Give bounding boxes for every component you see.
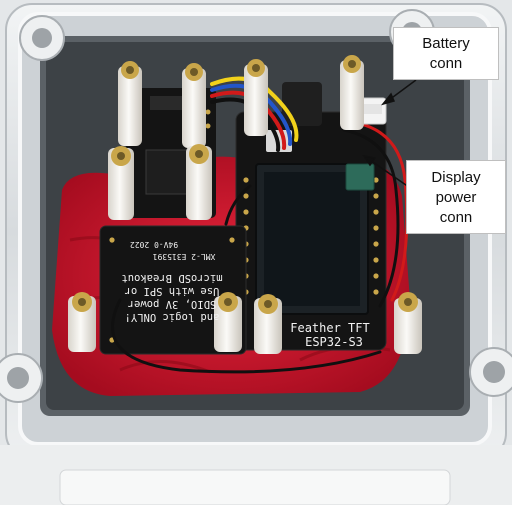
display-power-connector bbox=[345, 163, 375, 191]
feather-label-line-2: ESP32-S3 bbox=[305, 335, 363, 349]
callout-battery: Battery conn bbox=[393, 27, 499, 80]
microsd-board bbox=[99, 225, 247, 355]
feather-silkscreen: Feather TFT ESP32-S3 bbox=[290, 321, 369, 349]
microsd-silkscreen: and logic ONLY! SDIO, 3V power Use with … bbox=[121, 240, 222, 323]
microsd-date-code: 94V-0 2022 bbox=[130, 240, 178, 249]
callout-display-line-2: power bbox=[435, 189, 477, 206]
callout-display-line-3: conn bbox=[439, 209, 473, 226]
callout-display-line-1: Display bbox=[431, 169, 481, 186]
callout-battery-line-2: conn bbox=[429, 55, 463, 72]
microsd-part-code: XML-2 E315391 bbox=[153, 252, 216, 261]
standoffs bbox=[68, 55, 422, 354]
callout-battery-line-1: Battery bbox=[422, 35, 470, 52]
microsd-line-2: SDIO, 3V power bbox=[128, 298, 217, 310]
microsd-line-4: microSD Breakout bbox=[121, 272, 222, 284]
feather-label-line-1: Feather TFT bbox=[290, 321, 369, 335]
callout-display: Display power conn bbox=[406, 160, 506, 234]
microsd-line-1: and logic ONLY! bbox=[125, 311, 220, 323]
microsd-line-3: Use with SPI or bbox=[125, 285, 220, 297]
